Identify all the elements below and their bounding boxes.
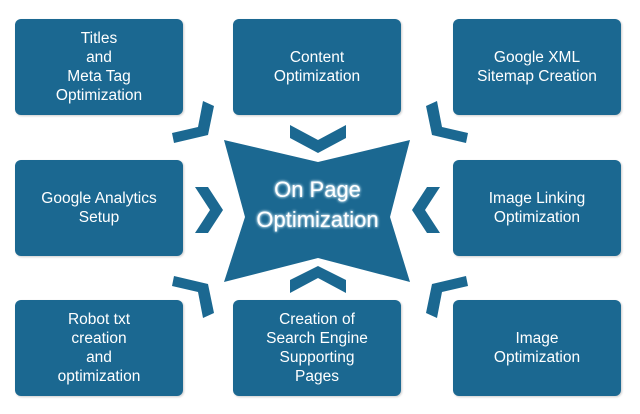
box-titles-meta-tag: Titles and Meta Tag Optimization bbox=[15, 19, 183, 115]
chevron-corner-top-right-icon bbox=[426, 101, 468, 143]
box-content-optimization: Content Optimization bbox=[233, 19, 401, 115]
chevron-up-icon bbox=[290, 266, 346, 293]
box-xml-sitemap: Google XML Sitemap Creation bbox=[453, 19, 621, 115]
center-title: On Page Optimization bbox=[256, 177, 379, 232]
chevron-corner-bottom-left-icon bbox=[172, 276, 214, 318]
box-image-optimization: Image Optimization bbox=[453, 300, 621, 396]
chevron-left-icon bbox=[412, 187, 440, 233]
chevron-corner-top-left-icon bbox=[172, 101, 214, 143]
center-star-shape bbox=[224, 140, 410, 282]
chevron-corner-bottom-right-icon bbox=[426, 276, 468, 318]
box-image-linking: Image Linking Optimization bbox=[453, 160, 621, 256]
chevron-right-icon bbox=[195, 187, 223, 233]
box-google-analytics: Google Analytics Setup bbox=[15, 160, 183, 256]
chevron-down-icon bbox=[290, 125, 346, 153]
box-robot-txt: Robot txt creation and optimization bbox=[15, 300, 183, 396]
box-search-engine-pages: Creation of Search Engine Supporting Pag… bbox=[233, 300, 401, 396]
